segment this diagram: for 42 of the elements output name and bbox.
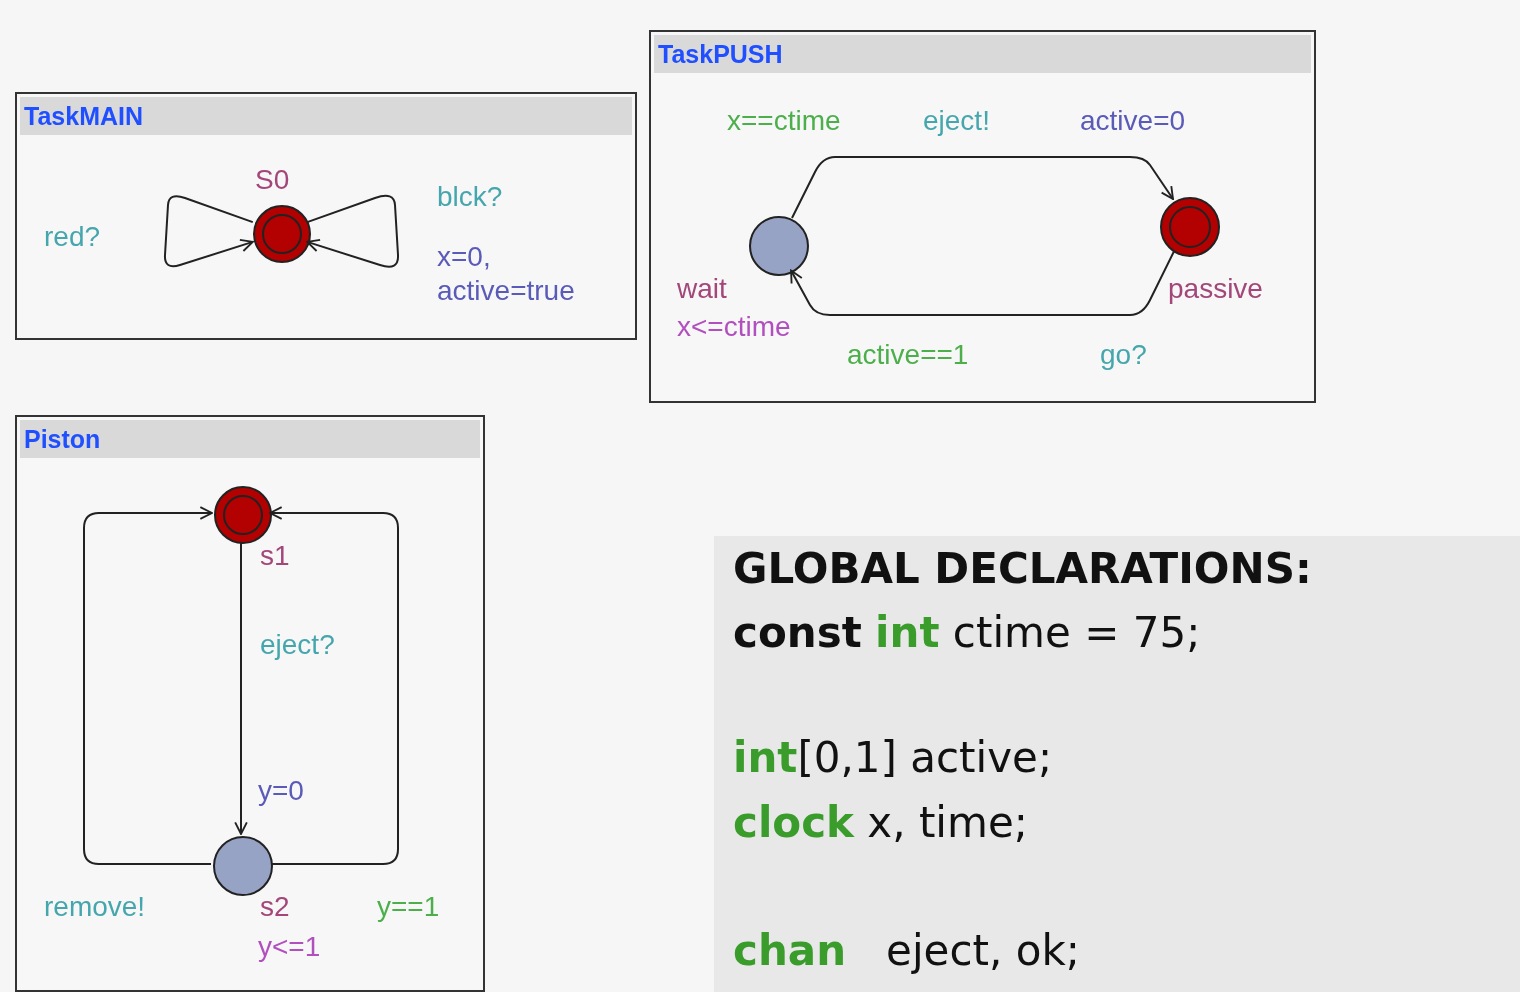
synchronisation-label: remove! (44, 890, 146, 924)
transition-arrow (234, 541, 248, 835)
template-panel (15, 415, 485, 992)
template-name: TaskMAIN (24, 102, 143, 131)
initial-location-circle (1160, 197, 1220, 257)
guard-label: active==1 (847, 338, 969, 372)
location-circle (213, 836, 273, 896)
declaration-line: const int ctime = 75; (733, 608, 1201, 657)
guard-label: x==ctime (727, 104, 841, 138)
declaration-line: clock x, time; (733, 798, 1028, 847)
template-panel (649, 30, 1316, 403)
initial-location-circle (214, 486, 272, 544)
guard-label: y==1 (377, 890, 440, 924)
initial-location-circle (253, 205, 311, 263)
transition-arrow (790, 250, 1175, 316)
synchronisation-label: eject? (260, 628, 335, 662)
declaration-line: chan eject, ok; (733, 926, 1080, 975)
location-invariant: y<=1 (258, 930, 321, 964)
transition-arrow (269, 506, 399, 865)
synchronisation-label: blck? (437, 180, 503, 214)
location-circle (749, 216, 809, 276)
location-name: S0 (255, 163, 290, 197)
update-label: x=0, active=true (437, 240, 576, 308)
synchronisation-label: go? (1100, 338, 1147, 372)
location-name: s1 (260, 539, 290, 573)
location-name: wait (677, 272, 727, 306)
location-name: s2 (260, 890, 290, 924)
synchronisation-label: eject! (923, 104, 990, 138)
transition-arrow (791, 156, 1174, 219)
declarations-heading: GLOBAL DECLARATIONS: (733, 544, 1312, 593)
location-name: passive (1168, 272, 1263, 306)
location-invariant: x<=ctime (677, 310, 791, 344)
declaration-line: int[0,1] active; (733, 733, 1053, 782)
transition-arrow (83, 506, 213, 865)
template-name: TaskPUSH (658, 40, 783, 69)
update-label: y=0 (258, 774, 304, 808)
update-label: active=0 (1080, 104, 1186, 138)
transition-arrow (163, 195, 254, 268)
template-panel (15, 92, 637, 340)
template-name: Piston (24, 425, 101, 454)
synchronisation-label: red? (44, 220, 101, 254)
transition-arrow (306, 194, 399, 268)
